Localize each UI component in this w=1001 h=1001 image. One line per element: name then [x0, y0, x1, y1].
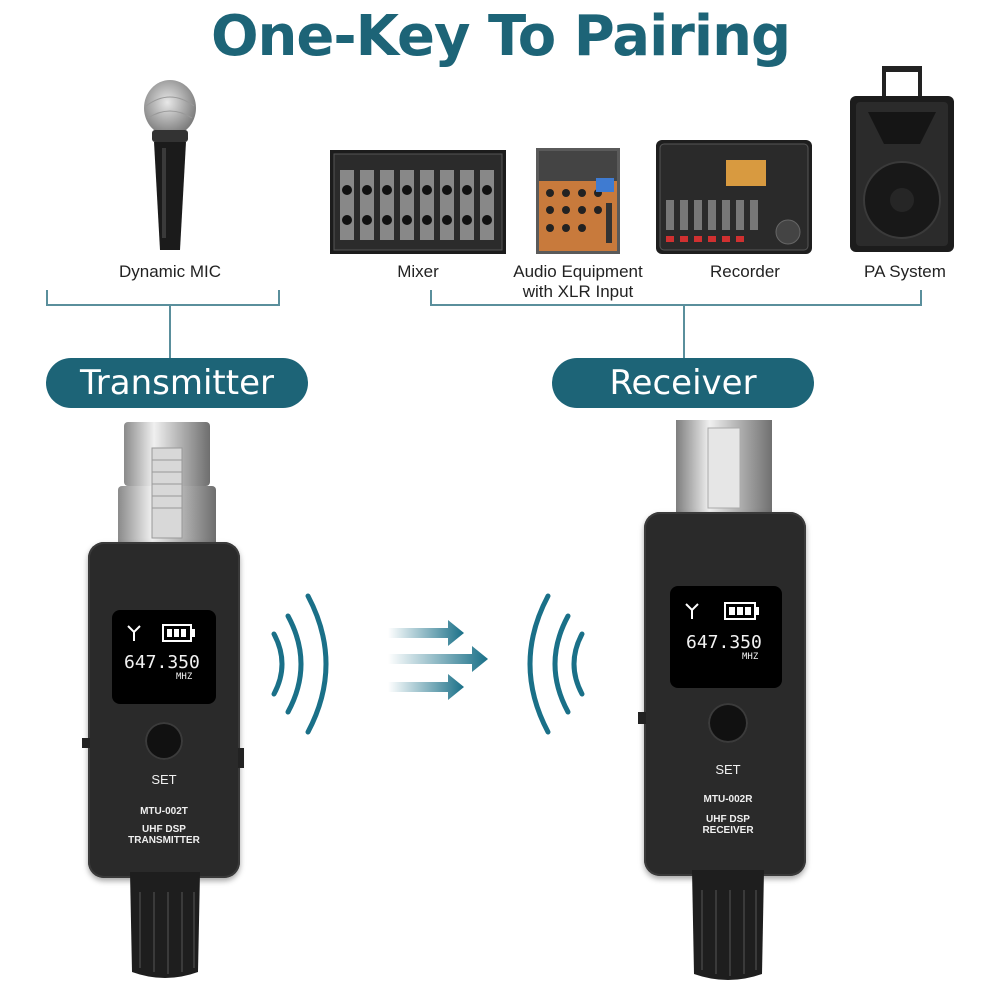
receive-wave-medium [552, 613, 571, 715]
receiver-xlr-male-connector [676, 420, 772, 520]
transmitter-type-line1: UHF DSP [142, 824, 186, 835]
recorder-label: Recorder [710, 262, 780, 281]
recorder-icon [656, 140, 812, 254]
wireless-signal-graphic [271, 593, 585, 735]
transmitter-xlr-female-connector [118, 422, 216, 546]
transmit-wave-large [305, 593, 329, 735]
source-bracket [46, 304, 280, 306]
receiver-set-label: SET [715, 762, 741, 777]
battery-icon [162, 624, 195, 642]
transmit-wave-medium [285, 613, 304, 715]
audio-equipment-icon [536, 148, 620, 254]
page-title: One-Key To Pairing [210, 4, 791, 69]
antenna-icon [685, 603, 699, 619]
source-connector [169, 304, 171, 362]
transmitter-body [88, 542, 240, 878]
audio-equipment-label-line1: Audio Equipment [513, 262, 643, 281]
source-bracket-left [46, 290, 48, 306]
transmitter-type: UHF DSP TRANSMITTER [108, 824, 220, 846]
receiver-frequency-unit: MHZ [742, 652, 759, 662]
destination-bracket-left [430, 290, 432, 306]
transmitter-screen: 647.350 MHZ [112, 610, 216, 704]
transmitter-model: MTU-002T [140, 806, 188, 817]
receiver-type-line1: UHF DSP [706, 814, 750, 825]
mixer-icon [330, 150, 506, 254]
receiver-xlr-female-connector [692, 870, 764, 980]
receive-wave-large [527, 593, 551, 735]
receive-wave-small [571, 631, 585, 697]
transmitter-set-button[interactable] [145, 722, 183, 760]
pa-speaker-icon [850, 66, 954, 252]
dynamic-mic-label: Dynamic MIC [118, 262, 221, 281]
receiver-frequency: 647.350 [686, 632, 762, 653]
antenna-icon [127, 625, 141, 641]
battery-icon [724, 602, 759, 620]
signal-arrows [388, 620, 488, 700]
source-bracket-right [278, 290, 280, 306]
audio-equipment-label-line2: with XLR Input [522, 282, 634, 301]
receiver-side-switch[interactable] [638, 712, 646, 724]
destination-connector [683, 304, 685, 362]
mixer-label: Mixer [397, 262, 439, 281]
receiver-pill: Receiver [552, 358, 814, 408]
transmitter-frequency: 647.350 [124, 652, 200, 673]
transmitter-frequency-unit: MHZ [176, 672, 193, 682]
receiver-type-line2: RECEIVER [702, 825, 754, 836]
pa-system-label: PA System [864, 262, 946, 281]
receiver-set-button[interactable] [708, 703, 748, 743]
microphone-icon [144, 80, 196, 250]
receiver-model: MTU-002R [703, 794, 753, 805]
receiver-body [644, 512, 806, 876]
receiver-screen: 647.350 MHZ [670, 586, 782, 688]
transmitter-xlr-male-connector [130, 872, 200, 978]
destination-bracket [430, 304, 922, 306]
receiver-type: UHF DSP RECEIVER [672, 814, 784, 836]
destination-bracket-right [920, 290, 922, 306]
transmit-wave-small [271, 631, 285, 697]
transmitter-side-switch[interactable] [82, 738, 90, 748]
audio-equipment-label: Audio Equipment with XLR Input [498, 262, 658, 302]
transmitter-side-port [238, 748, 244, 768]
transmitter-set-label: SET [151, 772, 177, 787]
transmitter-type-line2: TRANSMITTER [128, 835, 200, 846]
transmitter-pill: Transmitter [46, 358, 308, 408]
